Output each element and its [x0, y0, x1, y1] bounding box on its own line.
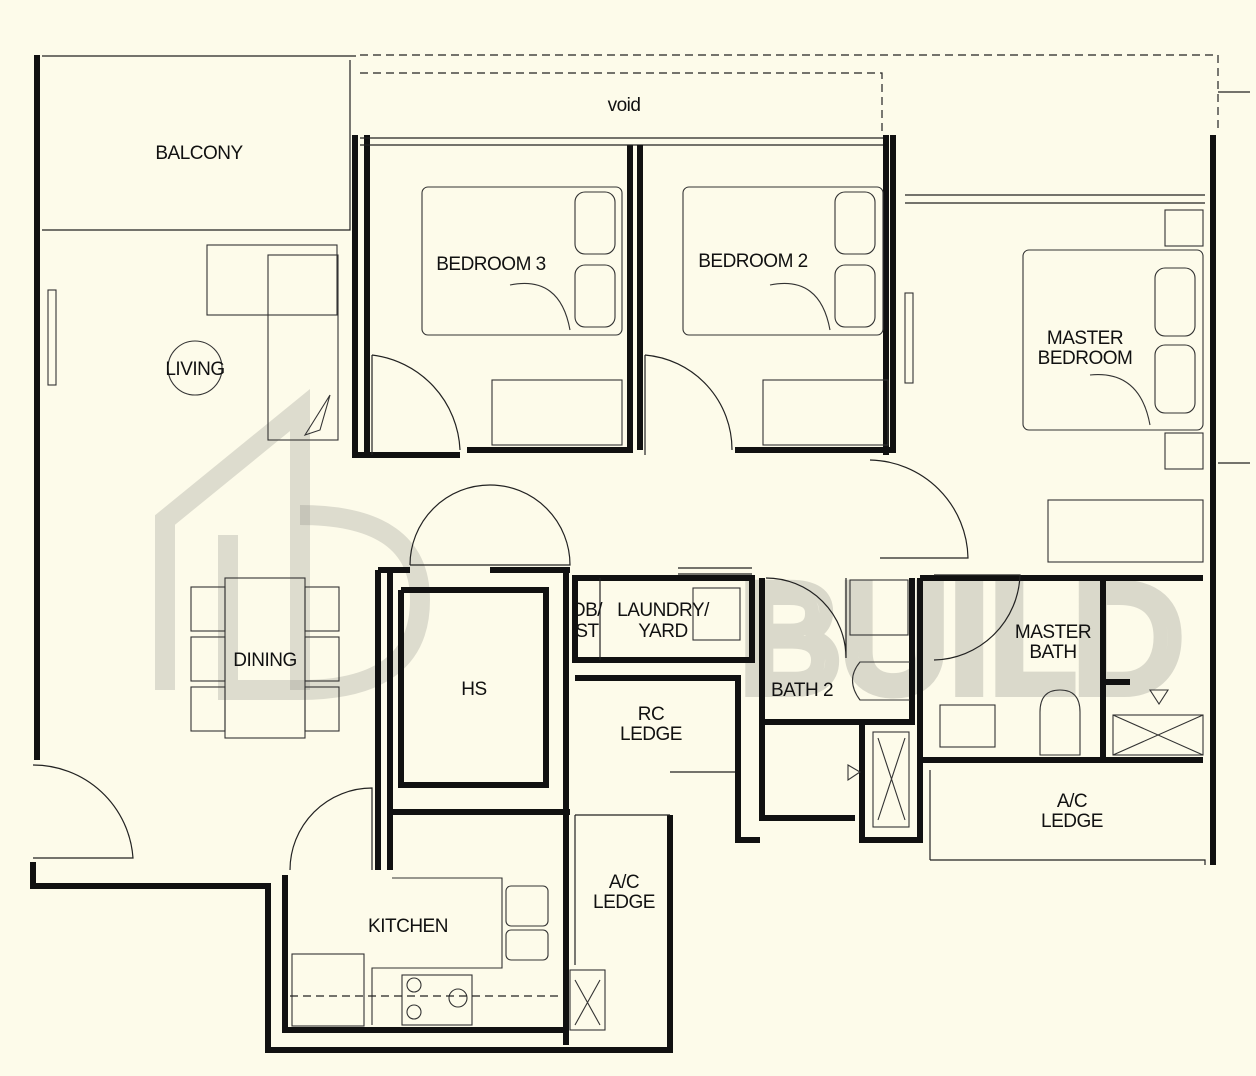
- dining-table: [190, 577, 340, 739]
- master-bath-label-line1: MASTER: [1015, 622, 1091, 643]
- master-bedroom-label-line1: MASTER: [1047, 328, 1123, 349]
- laundry-label-line1: LAUNDRY/: [617, 600, 710, 621]
- kitchen-counter: [290, 877, 606, 1031]
- bed-bedroom2: [682, 186, 889, 446]
- rc-ledge-label-line1: RC: [638, 704, 664, 725]
- kitchen-label: KITCHEN: [368, 916, 448, 937]
- bed-master: [904, 209, 1204, 563]
- dbst-label-line2: ST: [575, 621, 599, 642]
- dining-label: DINING: [233, 650, 297, 671]
- interior-walls: [282, 135, 1206, 1045]
- ac-ledge-mid-label-line1: A/C: [609, 872, 639, 893]
- sanitary-fixtures: [692, 579, 1204, 828]
- sofa: [47, 244, 339, 441]
- bedroom2-label: BEDROOM 2: [698, 251, 808, 272]
- master-bath-label-line2: BATH: [1029, 642, 1076, 663]
- living-label: LIVING: [165, 359, 224, 380]
- balcony-label: BALCONY: [155, 143, 243, 164]
- bath2-label: BATH 2: [771, 680, 833, 701]
- void-outline: [360, 54, 1250, 464]
- doors: [32, 354, 1021, 871]
- master-bedroom-label-line2: BEDROOM: [1038, 348, 1133, 369]
- void-label: void: [608, 95, 641, 116]
- dbst-label-line1: DB/: [572, 600, 603, 621]
- laundry-label-line2: YARD: [638, 621, 687, 642]
- bed-bedroom3: [421, 186, 623, 446]
- exterior-walls: [30, 55, 1216, 1053]
- ac-ledge-mid-label-line2: LEDGE: [593, 892, 655, 913]
- rc-ledge-label-line2: LEDGE: [620, 724, 682, 745]
- ac-ledge-right-label-line2: LEDGE: [1041, 811, 1103, 832]
- ac-ledge-right-label-line1: A/C: [1057, 791, 1087, 812]
- hs-label: HS: [461, 679, 486, 700]
- bedroom3-label: BEDROOM 3: [436, 254, 546, 275]
